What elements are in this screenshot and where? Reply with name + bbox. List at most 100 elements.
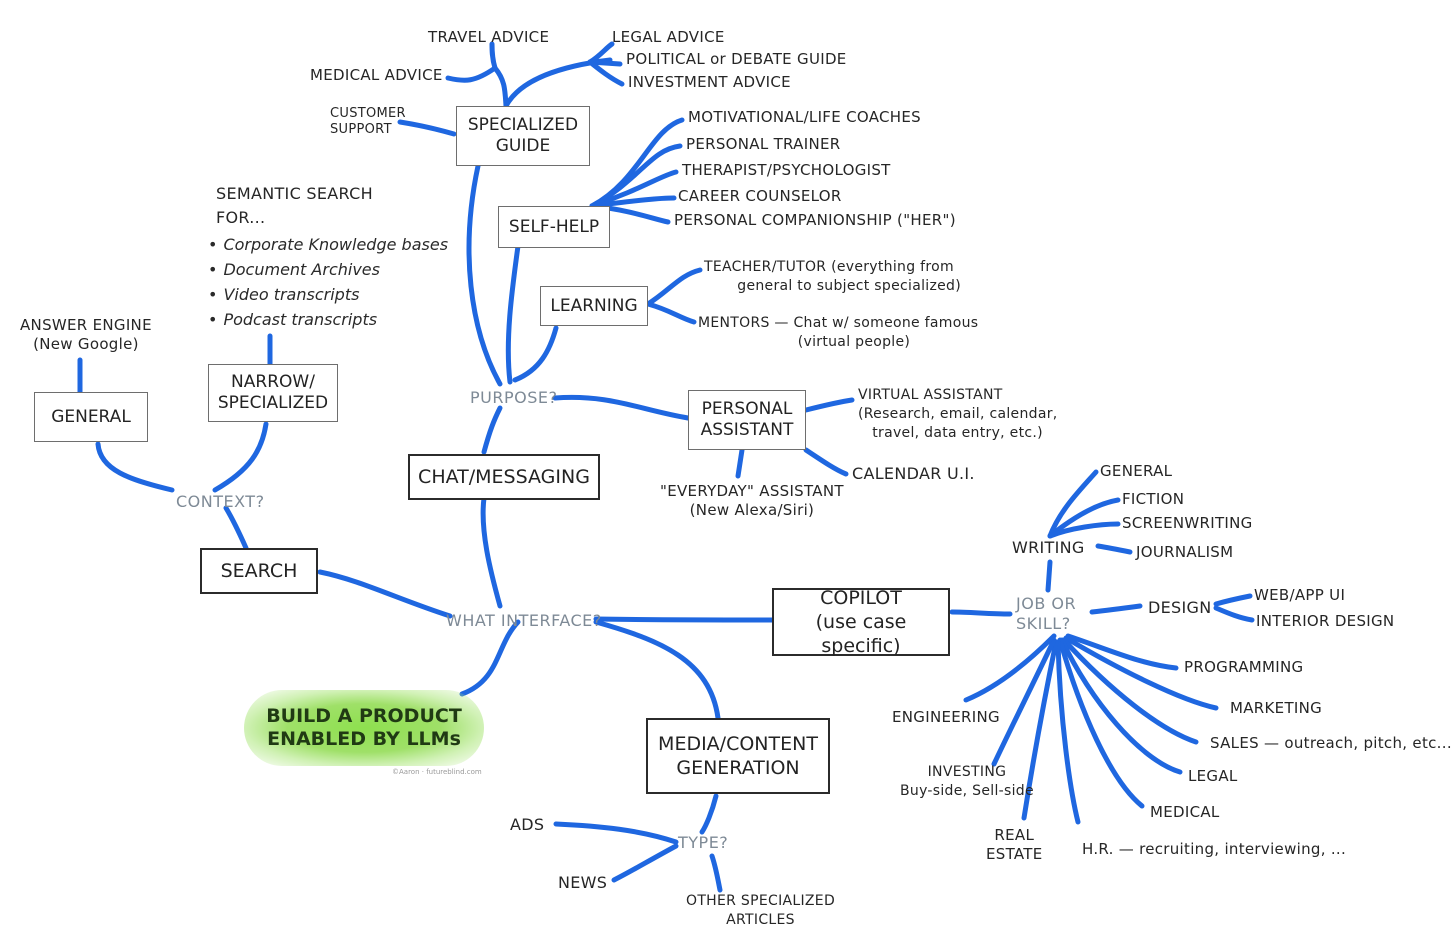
engineering-text: ENGINEERING — [892, 708, 1000, 726]
branch-type-ads — [553, 821, 679, 845]
answer-engine-text: ANSWER ENGINE (New Google) — [20, 316, 152, 353]
customer-support-text: CUSTOMER SUPPORT — [330, 106, 406, 137]
branch-job-engineering — [963, 633, 1057, 703]
teacher-tutor-text: TEACHER/TUTOR (everything from general t… — [704, 259, 961, 294]
branch-selfhelp-4 — [589, 195, 677, 209]
ads-text: ADS — [510, 815, 545, 834]
branch-purpose-guide — [466, 163, 503, 387]
branch-job-legal — [1059, 637, 1183, 775]
copilot-box: COPILOT (use case specific) — [772, 587, 950, 657]
learning-label: LEARNING — [550, 295, 638, 316]
specialized-guide-box: SPECIALIZED GUIDE — [456, 106, 590, 166]
branch-center-interface — [459, 619, 521, 697]
branch-job-hr — [1055, 639, 1081, 825]
writing-text: WRITING — [1012, 538, 1085, 557]
self-help-item: PERSONAL COMPANIONSHIP ("HER") — [674, 211, 956, 229]
branch-job-medical — [1057, 637, 1145, 809]
question-purpose: PURPOSE? — [470, 388, 558, 407]
investment-advice-text: INVESTMENT ADVICE — [628, 73, 791, 91]
self-help-item: CAREER COUNSELOR — [678, 187, 842, 205]
semantic-item: Podcast transcripts — [208, 307, 448, 332]
specialized-guide-label: SPECIALIZED GUIDE — [467, 115, 579, 156]
branch-selfhelp-2 — [589, 143, 683, 209]
mentors-text: MENTORS — Chat w/ someone famous (virtua… — [698, 315, 979, 350]
question-job-or-skill: JOB OR SKILL? — [1016, 594, 1077, 633]
marketing-text: MARKETING — [1230, 699, 1323, 717]
branch-guide-legal — [587, 41, 615, 65]
branch-interface-search — [317, 569, 453, 619]
self-help-item: PERSONAL TRAINER — [686, 135, 841, 153]
virtual-assistant-text: VIRTUAL ASSISTANT (Research, email, cale… — [858, 387, 1058, 441]
programming-text: PROGRAMMING — [1184, 658, 1304, 676]
real-estate-text: REAL ESTATE — [986, 826, 1043, 863]
branch-job-design — [1089, 603, 1143, 615]
branch-assistant-calendar — [803, 447, 849, 477]
branch-context-narrow — [212, 421, 269, 493]
narrow-specialized-label: NARROW/ SPECIALIZED — [217, 372, 329, 413]
branch-type-news — [611, 843, 679, 883]
everyday-assistant-text: "EVERYDAY" ASSISTANT (New Alexa/Siri) — [660, 482, 844, 519]
credit-text: ©Aaron · futureblind.com — [392, 768, 482, 776]
branch-purpose-learning — [512, 325, 559, 383]
self-help-label: SELF-HELP — [508, 216, 600, 237]
media-content-box: MEDIA/CONTENT GENERATION — [646, 718, 830, 794]
branch-guide-investment — [587, 59, 625, 87]
self-help-item: THERAPIST/PSYCHOLOGIST — [682, 161, 891, 179]
travel-advice-text: TRAVEL ADVICE — [428, 28, 550, 46]
branch-learning-teacher — [645, 267, 703, 307]
writing-item: JOURNALISM — [1136, 543, 1234, 561]
general-label: GENERAL — [51, 406, 131, 427]
media-content-label: MEDIA/CONTENT GENERATION — [658, 733, 818, 779]
branch-type-other — [709, 853, 723, 893]
branch-writing-general — [1047, 469, 1099, 539]
hr-text: H.R. — recruiting, interviewing, ... — [1082, 840, 1347, 858]
semantic-item: Video transcripts — [208, 282, 448, 307]
semantic-item: Corporate Knowledge bases — [208, 232, 448, 257]
chat-messaging-label: CHAT/MESSAGING — [418, 466, 590, 488]
branch-writing-journal — [1095, 543, 1133, 555]
branch-job-programming — [1065, 633, 1179, 671]
branch-media-type — [699, 793, 719, 835]
branch-guide-root — [492, 65, 509, 109]
center-label: BUILD A PRODUCT ENABLED BY LLMs — [266, 705, 462, 750]
branch-assistant-virtual — [803, 397, 855, 413]
search-label: SEARCH — [220, 560, 298, 582]
calendar-ui-text: CALENDAR U.I. — [852, 464, 975, 483]
question-type: TYPE? — [678, 833, 729, 852]
investing-text: INVESTING Buy-side, Sell-side — [900, 764, 1034, 799]
personal-assistant-label: PERSONAL ASSISTANT — [700, 399, 794, 440]
learning-box: LEARNING — [540, 286, 648, 326]
branch-purpose-selfhelp — [505, 243, 521, 385]
branch-interface-chat — [480, 495, 503, 609]
self-help-box: SELF-HELP — [498, 206, 610, 248]
branch-assistant-everyday — [735, 447, 745, 479]
chat-messaging-box: CHAT/MESSAGING — [408, 454, 600, 500]
medical-text: MEDICAL — [1150, 803, 1220, 821]
branch-search-context — [223, 505, 249, 551]
writing-item: SCREENWRITING — [1122, 514, 1253, 532]
search-box: SEARCH — [200, 548, 318, 594]
branch-writing-fiction — [1047, 497, 1121, 539]
writing-item: GENERAL — [1100, 462, 1173, 480]
branch-job-investing — [991, 637, 1057, 767]
center-node: BUILD A PRODUCT ENABLED BY LLMs — [244, 690, 484, 766]
branch-design-web — [1213, 593, 1253, 607]
branch-selfhelp-1 — [589, 117, 685, 209]
branch-guide-medical — [445, 65, 498, 83]
news-text: NEWS — [558, 873, 608, 892]
branch-job-sales — [1061, 637, 1199, 745]
legal-text: LEGAL — [1188, 767, 1238, 785]
question-what-interface: WHAT INTERFACE? — [446, 611, 602, 630]
branch-job-writing — [1045, 559, 1053, 593]
branch-learning-mentors — [645, 301, 697, 325]
branch-copilot-job — [949, 609, 1013, 617]
sales-text: SALES — outreach, pitch, etc... — [1210, 734, 1452, 752]
general-box: GENERAL — [34, 392, 148, 442]
branch-interface-copilot — [593, 616, 775, 623]
branch-purpose-assistant — [552, 394, 691, 421]
branch-interface-media — [593, 619, 721, 721]
self-help-item: MOTIVATIONAL/LIFE COACHES — [688, 108, 921, 126]
legal-advice-text: LEGAL ADVICE — [612, 28, 725, 46]
branch-chat-purpose — [481, 405, 503, 455]
political-guide-text: POLITICAL or DEBATE GUIDE — [626, 50, 847, 68]
